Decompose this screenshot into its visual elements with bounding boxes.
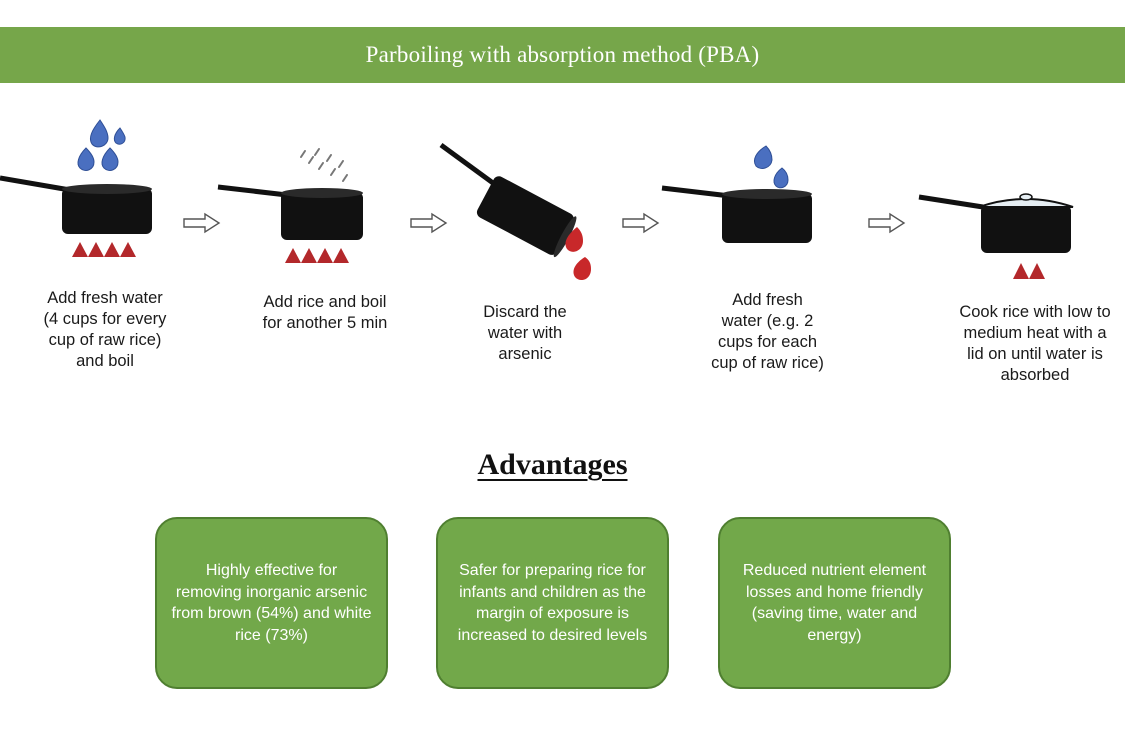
pot-icon	[0, 175, 152, 234]
advantage-box-3: Reduced nutrient element losses and home…	[718, 517, 951, 689]
advantage-box-1: Highly effective for removing inorganic …	[155, 517, 388, 689]
flame-icon	[72, 242, 136, 257]
lid-icon	[978, 193, 1074, 208]
steam-icon	[300, 148, 348, 182]
step-4-illustration	[661, 145, 812, 243]
advantage-text: Reduced nutrient element losses and home…	[742, 562, 927, 644]
right-arrow-icon	[868, 212, 906, 234]
step-2-illustration	[217, 148, 363, 263]
pot-icon	[661, 185, 812, 243]
flame-icon	[1013, 263, 1045, 279]
pot-icon	[918, 194, 1071, 253]
advantage-text: Safer for preparing rice for infants and…	[457, 562, 648, 644]
advantages-heading: Advantages	[477, 448, 628, 481]
step-1-caption: Add fresh water (4 cups for every cup of…	[43, 289, 167, 370]
diagram-title: Parboiling with absorption method (PBA)	[365, 42, 760, 67]
step-3-illustration	[439, 142, 591, 281]
advantage-text: Highly effective for removing inorganic …	[171, 562, 372, 644]
right-arrow-icon	[410, 212, 448, 234]
water-drop-icon	[753, 145, 789, 189]
right-arrow-icon	[183, 212, 221, 234]
flame-icon	[285, 248, 349, 263]
pot-icon	[217, 184, 363, 240]
water-drop-icon	[77, 119, 126, 171]
step-4-caption: Add fresh water (e.g. 2 cups for each cu…	[711, 291, 824, 372]
right-arrow-icon	[622, 212, 660, 234]
step-1-illustration	[0, 119, 152, 257]
step-3-caption: Discard the water with arsenic	[483, 303, 567, 363]
title-banner: Parboiling with absorption method (PBA)	[0, 27, 1125, 83]
step-5-illustration	[918, 193, 1074, 279]
arsenic-drop-icon	[565, 227, 591, 281]
step-5-caption: Cook rice with low to medium heat with a…	[959, 303, 1111, 384]
pot-icon	[439, 142, 577, 258]
step-2-caption: Add rice and boil for another 5 min	[262, 293, 388, 332]
advantage-box-2: Safer for preparing rice for infants and…	[436, 517, 669, 689]
